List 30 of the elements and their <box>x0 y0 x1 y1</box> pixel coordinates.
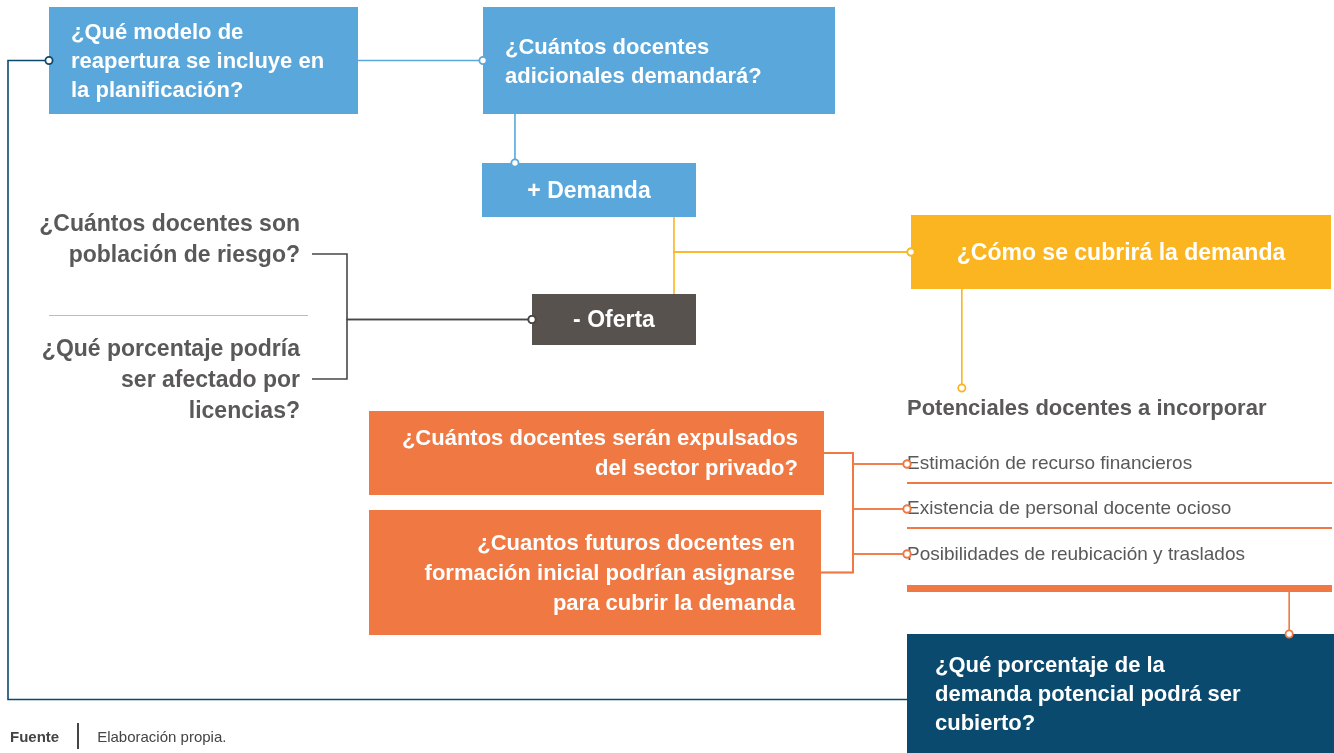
list-item: Estimación de recurso financieros <box>907 444 1332 484</box>
connector-line <box>820 549 912 574</box>
question-text: ¿Cómo se cubrirá la demanda <box>956 238 1286 266</box>
question-text: ¿Cuántos docentes serán expulsados del sector privado? <box>400 424 798 482</box>
question-text: - Oferta <box>573 306 655 333</box>
question-text: ¿Cuantos futuros docentes en formación inicial podrían asignarse para cubrir la demanda <box>423 528 795 617</box>
question-box <box>911 215 1331 289</box>
connector-line <box>357 56 488 65</box>
question-text: ¿Qué porcentaje podría ser afectado por licencias? <box>30 333 312 425</box>
list-heading: Potenciales docentes a incorporar <box>907 394 1268 422</box>
question-text: + Demanda <box>527 176 651 204</box>
connector-line <box>7 56 908 701</box>
question-box <box>369 510 821 635</box>
question-box <box>49 7 358 114</box>
question-text: ¿Cuántos docentes son población de riesgo? <box>30 208 312 300</box>
connector-line <box>957 288 967 393</box>
connector-line <box>510 113 520 168</box>
source-label: Fuente <box>10 727 60 745</box>
list-item: Existencia de personal docente ocioso <box>907 489 1332 529</box>
list-item: Posibilidades de reubicación y traslados <box>907 534 1332 574</box>
question-box <box>369 411 824 495</box>
source-text: Elaboración propia. <box>97 727 227 745</box>
question-text: ¿Qué porcentaje de la demanda potencial podrá ser cubierto? <box>935 651 1242 737</box>
question-box <box>483 7 835 114</box>
connector-line <box>1284 591 1294 639</box>
question-box <box>907 634 1334 753</box>
question-text: ¿Cuántos docentes adicionales demandará? <box>505 32 763 90</box>
question-text: ¿Qué modelo de reapertura se incluye en la planificación? <box>71 18 326 104</box>
supply-box <box>532 294 696 345</box>
demand-box <box>482 163 696 217</box>
